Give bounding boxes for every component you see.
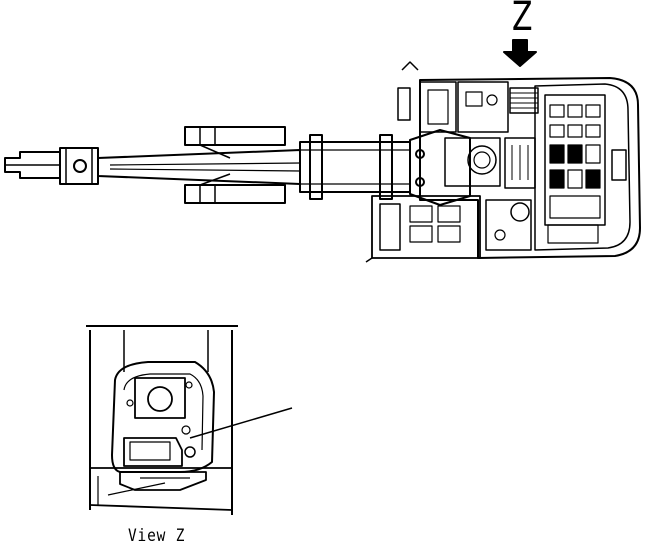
boom-arm-assembly xyxy=(4,126,471,206)
detail-view-caption: View Z xyxy=(128,526,186,546)
view-z-arrow xyxy=(503,39,537,67)
view-arrow-label: Z xyxy=(512,0,533,40)
upper-structure xyxy=(365,61,641,263)
view-z-detail xyxy=(86,325,293,515)
